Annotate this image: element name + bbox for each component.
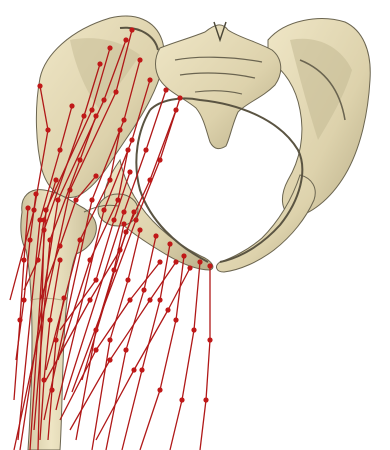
muscle-via-point	[163, 87, 168, 92]
muscle-via-point	[87, 257, 92, 262]
muscle-via-point	[107, 357, 112, 362]
muscle-via-point	[25, 205, 30, 210]
muscle-via-point	[107, 45, 112, 50]
muscle-via-point	[47, 317, 52, 322]
muscle-via-point	[47, 237, 52, 242]
muscle-via-point	[157, 387, 162, 392]
muscle-via-point	[127, 169, 132, 174]
muscle-via-point	[153, 233, 158, 238]
muscle-via-point	[117, 127, 122, 132]
muscle-via-point	[143, 147, 148, 152]
muscle-via-point	[45, 127, 50, 132]
muscle-via-point	[33, 191, 38, 196]
muscle-via-point	[207, 263, 212, 268]
muscle-via-point	[93, 347, 98, 352]
muscle-via-point	[89, 107, 94, 112]
muscle-via-point	[177, 95, 182, 100]
muscle-via-point	[139, 367, 144, 372]
muscle-via-point	[81, 113, 86, 118]
muscle-via-point	[93, 277, 98, 282]
muscle-via-point	[129, 137, 134, 142]
muscle-via-point	[131, 367, 136, 372]
muscle-via-point	[123, 37, 128, 42]
muscle-via-point	[165, 307, 170, 312]
muscle-via-point	[127, 297, 132, 302]
muscle-via-point	[97, 61, 102, 66]
muscle-via-point	[57, 243, 62, 248]
muscle-via-point	[157, 259, 162, 264]
muscle-path	[200, 266, 210, 450]
muscle-via-point	[77, 157, 82, 162]
muscle-via-point	[121, 117, 126, 122]
muscle-via-point	[93, 113, 98, 118]
muscle-via-point	[173, 317, 178, 322]
muscle-via-point	[41, 377, 46, 382]
muscle-via-point	[49, 387, 54, 392]
muscle-via-point	[147, 77, 152, 82]
muscle-path	[14, 208, 28, 400]
muscle-via-point	[61, 295, 66, 300]
muscle-via-point	[121, 209, 126, 214]
muscle-via-point	[113, 89, 118, 94]
muscle-via-point	[203, 397, 208, 402]
muscle-via-point	[157, 297, 162, 302]
muscle-via-point	[187, 265, 192, 270]
muscle-via-point	[141, 287, 146, 292]
muscle-via-point	[21, 297, 26, 302]
muscle-via-point	[111, 217, 116, 222]
muscle-via-point	[137, 227, 142, 232]
muscle-via-point	[53, 337, 58, 342]
muscle-via-point	[53, 177, 58, 182]
muscle-via-point	[137, 57, 142, 62]
sacrum	[156, 25, 281, 149]
muscle-via-point	[173, 259, 178, 264]
muscle-via-point	[93, 327, 98, 332]
muscle-via-point	[131, 209, 136, 214]
muscle-via-point	[197, 259, 202, 264]
muscle-via-point	[77, 237, 82, 242]
muscle-via-point	[181, 253, 186, 258]
muscle-via-point	[35, 257, 40, 262]
muscle-via-point	[207, 337, 212, 342]
muscle-via-point	[101, 207, 106, 212]
muscle-via-point	[147, 177, 152, 182]
muscle-via-point	[129, 27, 134, 32]
muscle-via-point	[123, 347, 128, 352]
muscle-via-point	[121, 221, 126, 226]
muscle-via-point	[37, 83, 42, 88]
right-pubic-arch	[217, 175, 316, 272]
muscle-via-point	[55, 197, 60, 202]
muscle-via-point	[41, 217, 46, 222]
muscle-via-point	[17, 317, 22, 322]
muscle-via-point	[179, 397, 184, 402]
muscle-via-point	[125, 277, 130, 282]
muscle-via-point	[125, 147, 130, 152]
muscle-via-point	[89, 197, 94, 202]
muscle-via-point	[87, 297, 92, 302]
muscle-via-point	[21, 257, 26, 262]
muscle-via-point	[133, 217, 138, 222]
muscle-via-point	[101, 97, 106, 102]
muscle-via-point	[111, 267, 116, 272]
muscle-via-point	[147, 297, 152, 302]
muscle-via-point	[73, 197, 78, 202]
muscle-via-point	[107, 337, 112, 342]
muscle-path	[170, 262, 200, 450]
muscle-via-point	[57, 257, 62, 262]
muscle-via-point	[27, 237, 32, 242]
muscle-via-point	[69, 103, 74, 108]
muscle-via-point	[191, 327, 196, 332]
muscle-via-point	[107, 177, 112, 182]
muscle-via-point	[167, 241, 172, 246]
muscle-via-point	[93, 173, 98, 178]
muscle-via-point	[173, 107, 178, 112]
muscle-via-point	[57, 147, 62, 152]
